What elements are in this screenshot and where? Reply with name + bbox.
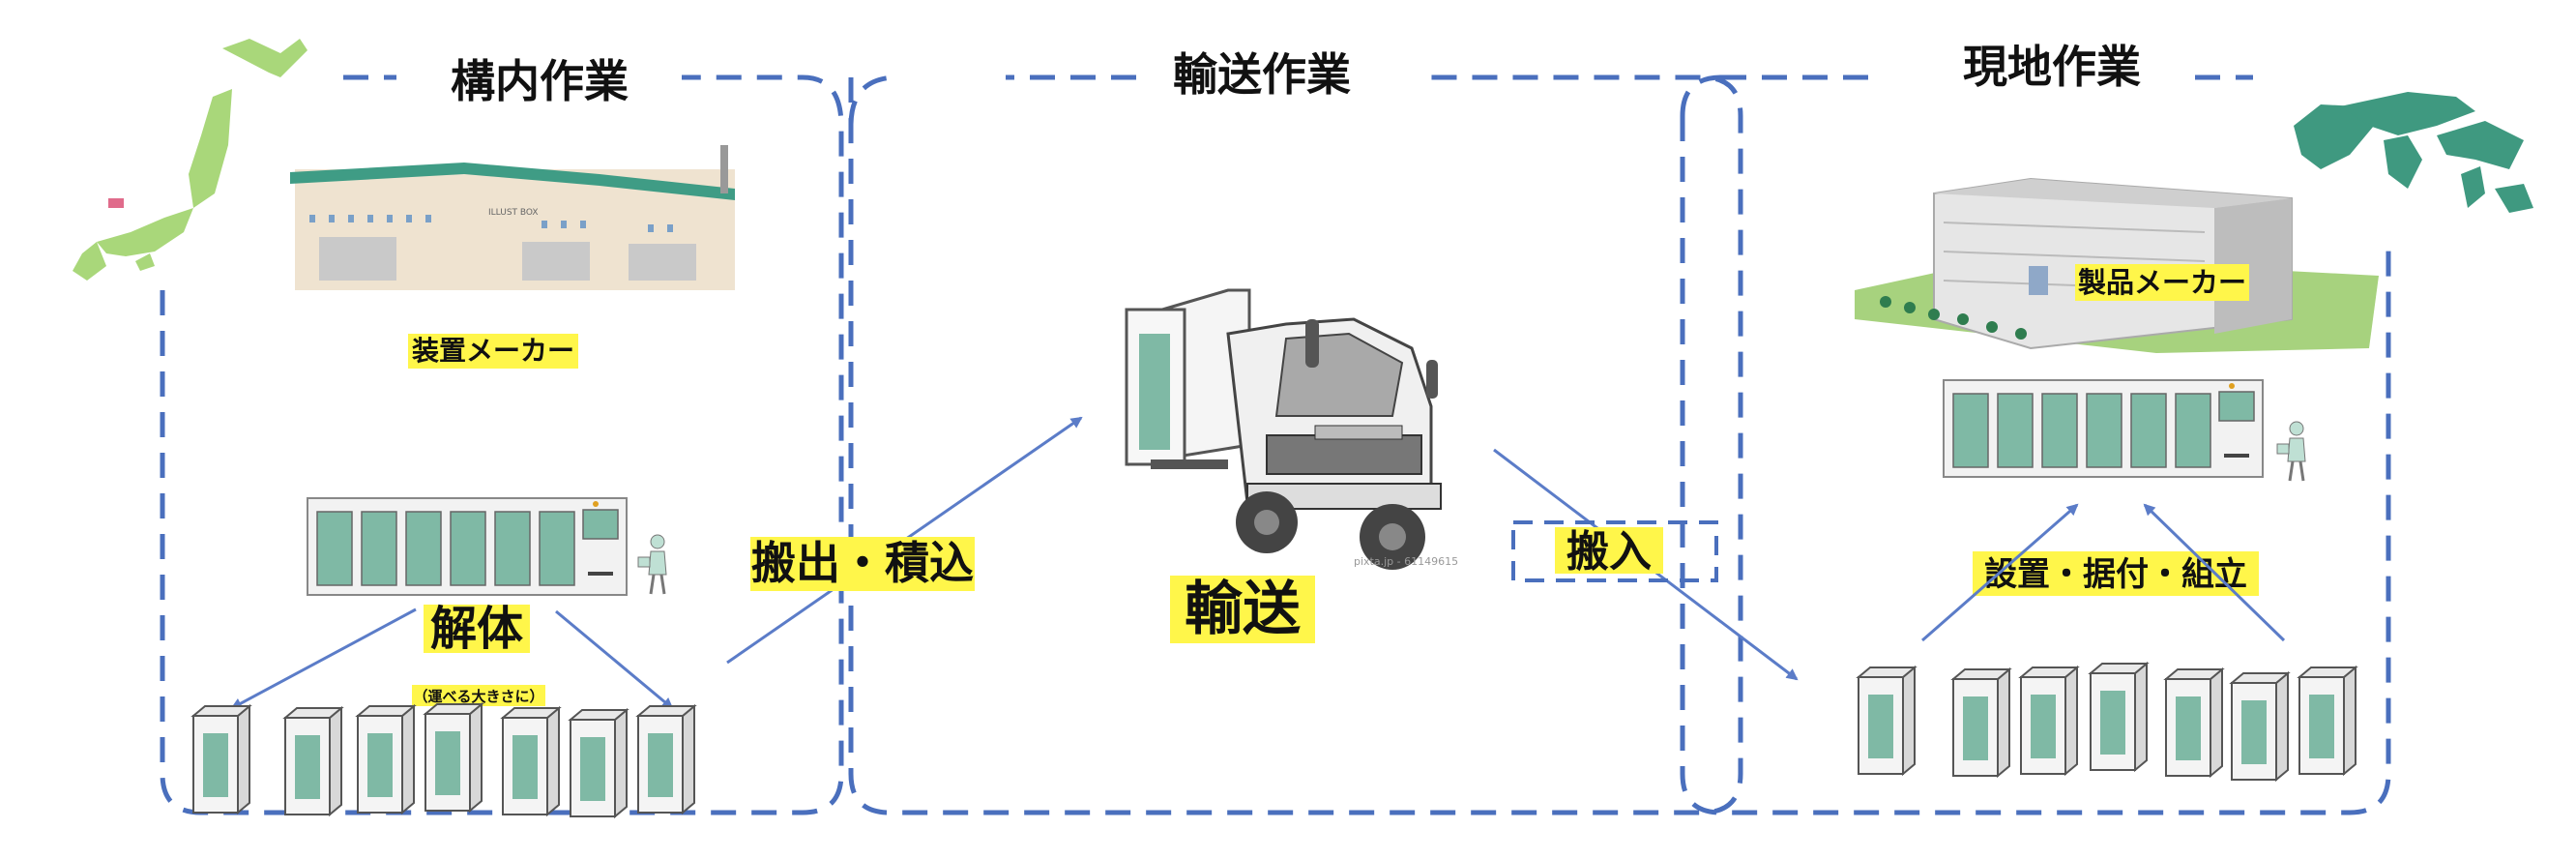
assembled-equipment-right xyxy=(1943,379,2264,478)
worker-icon xyxy=(2275,420,2307,483)
arrow-assemble-left xyxy=(1921,503,2079,642)
section-title-transport: 輸送作業 xyxy=(1173,48,1351,101)
japan-map-icon xyxy=(73,39,307,281)
label-transport: 輸送 xyxy=(1185,576,1301,643)
carry-in-frame xyxy=(1511,520,1718,582)
section-title-on-site: 構内作業 xyxy=(451,55,629,107)
highlight-bg xyxy=(1973,551,2259,596)
label-disassembly: 解体 xyxy=(430,602,523,656)
watermark: pixta.jp - 61149615 xyxy=(1354,555,1458,568)
factory-sign: ILLUST BOX xyxy=(488,208,539,218)
product-maker-building xyxy=(1855,177,2379,353)
label-carry-in: 搬入 xyxy=(1566,527,1652,577)
highlight-bg xyxy=(1555,527,1663,574)
highlight-bg xyxy=(408,334,578,369)
frame-transport-work xyxy=(848,74,1743,815)
arrow-to-modules-right xyxy=(555,609,674,710)
worker-icon xyxy=(636,533,668,596)
arrow-to-modules-left xyxy=(230,607,417,710)
disassembled-modules-left xyxy=(192,703,695,817)
label-carry-out-load: 搬出・積込 xyxy=(751,537,974,589)
frame-on-site-work xyxy=(160,74,844,815)
highlight-bg xyxy=(1170,576,1315,643)
world-map-icon xyxy=(2294,92,2533,213)
label-equipment-maker: 装置メーカー xyxy=(412,335,574,367)
highlight-bg xyxy=(424,605,530,653)
highlight-bg xyxy=(412,685,545,706)
label-product-maker: 製品メーカー xyxy=(2078,266,2246,299)
highlight-bg xyxy=(750,537,975,591)
highlight-bg xyxy=(2075,264,2249,301)
label-disassembly-note: （運べる大きさに） xyxy=(413,688,543,705)
arrow-assemble-right xyxy=(2143,503,2286,642)
label-install: 設置・据付・組立 xyxy=(1984,555,2247,594)
assembled-equipment-left xyxy=(307,497,628,596)
section-title-local: 現地作業 xyxy=(1963,41,2141,93)
delivered-modules-right xyxy=(1858,663,2356,781)
frame-local-work xyxy=(1680,74,2391,815)
truck-illustration xyxy=(1125,288,1442,570)
factory-illustration: ILLUST BOX xyxy=(290,145,735,290)
